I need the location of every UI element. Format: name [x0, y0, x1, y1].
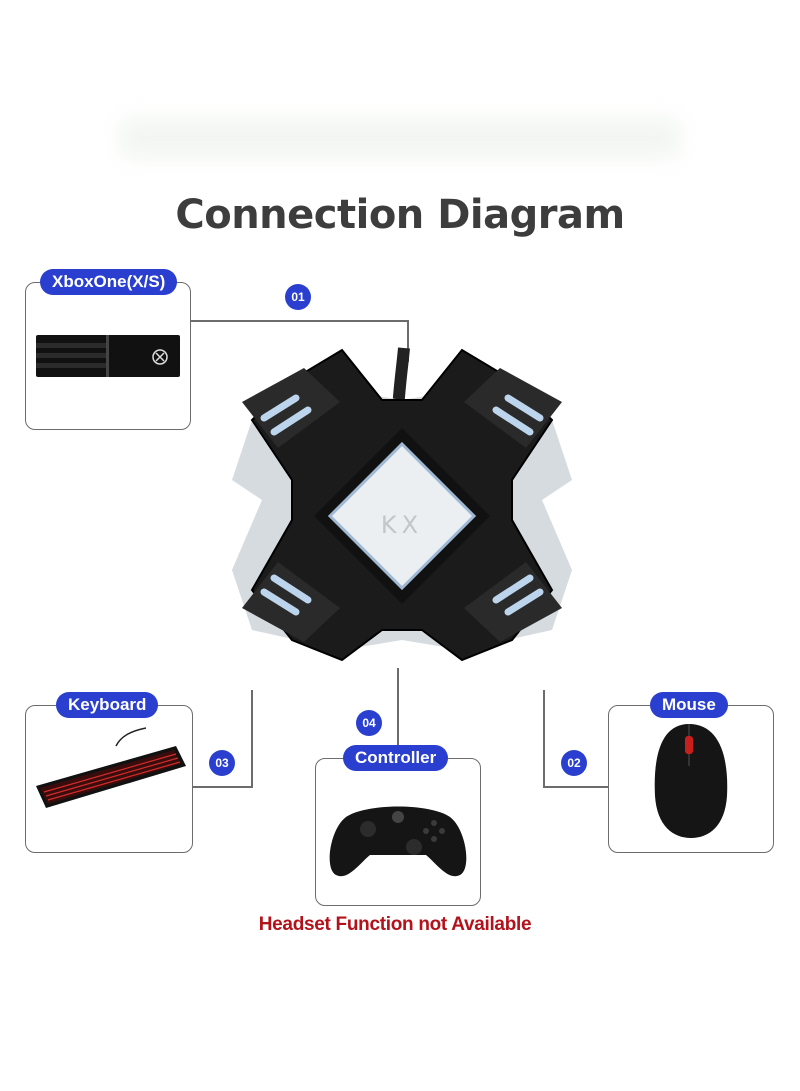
headset-warning: Headset Function not Available	[258, 914, 532, 935]
port-04-badge: 04	[356, 710, 382, 736]
controller-xbox-button-icon	[392, 811, 404, 823]
port-02-badge: 02	[561, 750, 587, 776]
controller-image	[329, 806, 467, 877]
connector-03-v	[251, 690, 253, 786]
mouse-label: Mouse	[650, 692, 728, 718]
xbox-console-image	[36, 335, 180, 377]
port-03-badge: 03	[209, 750, 235, 776]
adapter-logo: KX	[380, 511, 424, 539]
connector-02-v	[543, 690, 545, 786]
port-01-badge: 01	[285, 284, 311, 310]
xbox-box	[25, 282, 191, 430]
controller-box	[315, 758, 481, 906]
kx-adapter-image	[232, 347, 572, 662]
mouse-box	[608, 705, 774, 853]
connector-02-h	[543, 786, 609, 788]
keyboard-box	[25, 705, 193, 853]
mouse-wheel-icon	[685, 736, 693, 754]
diagram-title: Connection Diagram	[175, 192, 625, 238]
mouse-image	[654, 724, 728, 838]
keyboard-label: Keyboard	[56, 692, 159, 718]
xbox-logo-icon	[152, 349, 168, 365]
xbox-label: XboxOne(X/S)	[40, 269, 178, 295]
connector-04-v	[397, 668, 399, 758]
connector-03-h	[193, 786, 253, 788]
background-blur-strip	[120, 118, 680, 158]
keyboard-image	[36, 727, 186, 808]
controller-label: Controller	[343, 745, 449, 771]
connector-01-v	[407, 320, 409, 362]
connector-01-h	[190, 320, 408, 322]
